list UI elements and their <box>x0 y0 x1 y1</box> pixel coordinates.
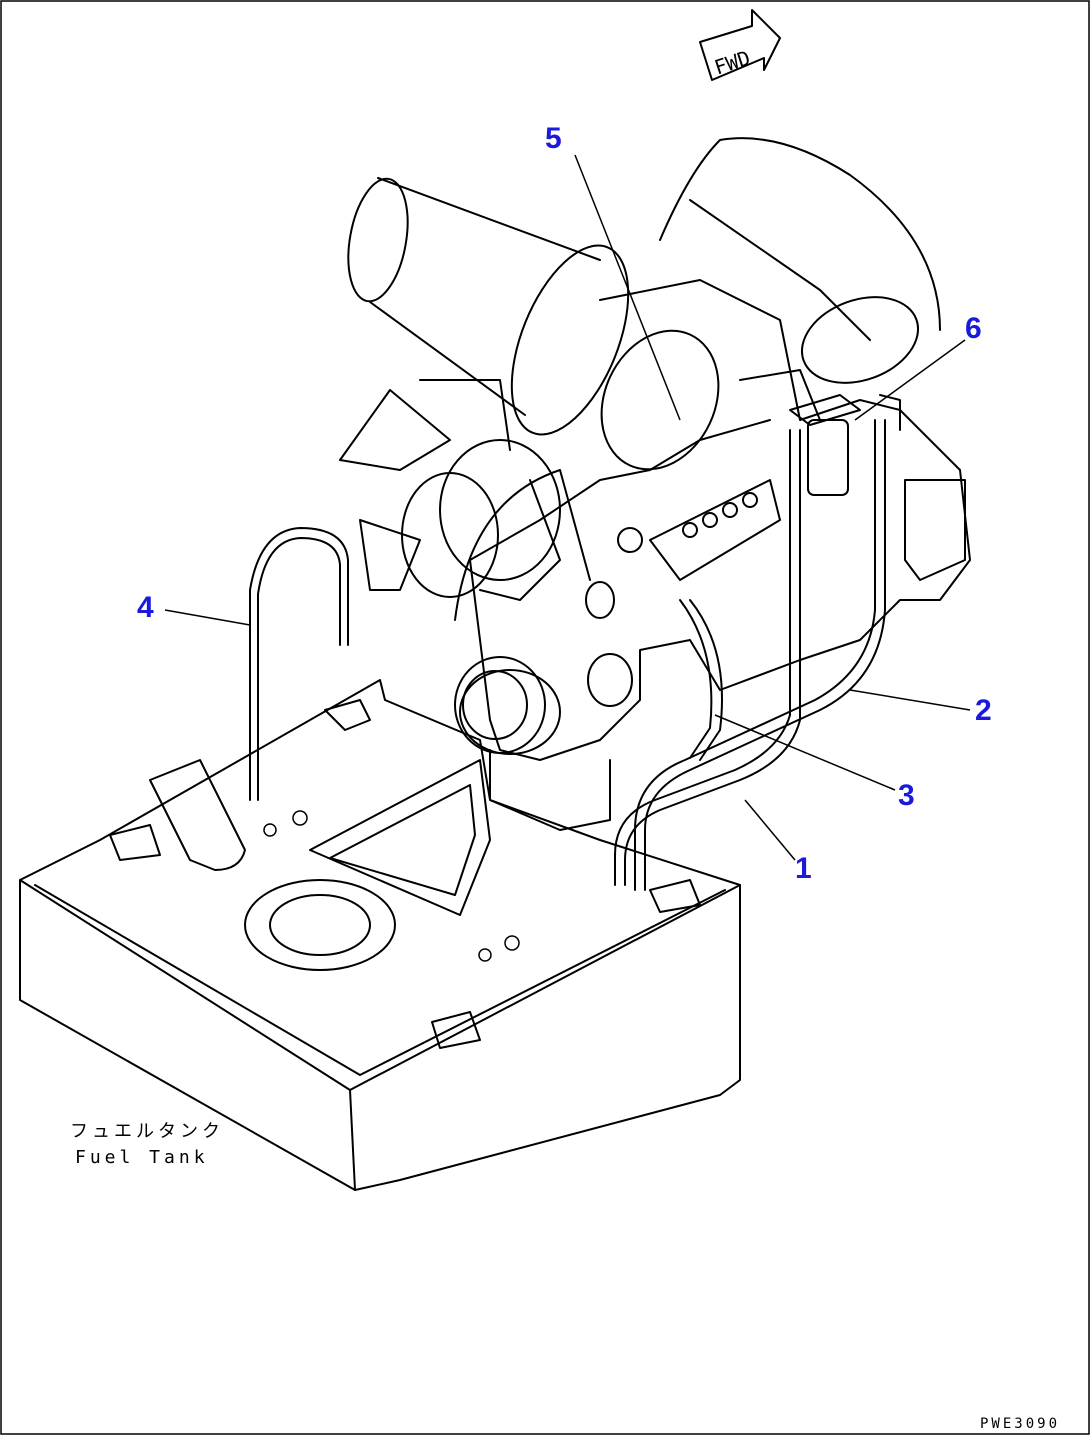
callout-4: 4 <box>137 591 154 624</box>
leader-4 <box>164 609 251 626</box>
engine-fan <box>339 379 561 601</box>
callout-numbers: 5 6 4 2 3 1 <box>137 122 992 885</box>
callout-leaders <box>164 154 971 861</box>
fuel-tank-label-en: Fuel Tank <box>75 1147 209 1168</box>
leader-2 <box>849 689 971 711</box>
leader-3 <box>714 714 896 791</box>
fwd-label: FWD <box>711 46 753 80</box>
callout-1: 1 <box>795 852 812 885</box>
air-cleaner-right <box>659 137 941 384</box>
drawing-code: PWE3090 <box>980 1416 1060 1432</box>
injection-pump <box>617 479 781 581</box>
leader-1 <box>744 799 796 861</box>
crank-pulley <box>454 469 591 755</box>
air-cleaner-left <box>347 177 720 471</box>
hose-4 <box>249 527 349 801</box>
callout-5: 5 <box>545 122 562 155</box>
callout-3: 3 <box>898 779 915 812</box>
leader-5 <box>574 154 681 421</box>
fuel-filter <box>789 394 901 496</box>
fuel-tank <box>19 679 741 1191</box>
callout-2: 2 <box>975 694 992 727</box>
callout-6: 6 <box>965 312 982 345</box>
fuel-tank-label-jp: フュエルタンク <box>70 1121 224 1142</box>
fwd-arrow-icon: FWD <box>699 9 781 81</box>
fuel-hoses <box>614 419 886 891</box>
leader-6 <box>854 339 966 421</box>
